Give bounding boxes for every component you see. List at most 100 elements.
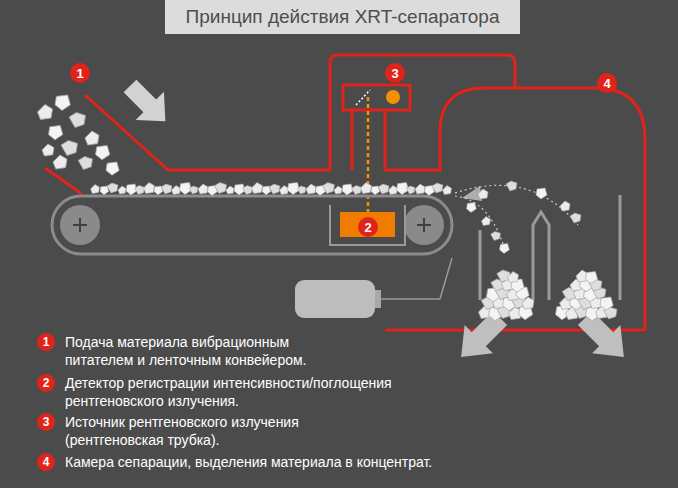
ore-rocks-on-belt (243, 186, 253, 195)
ore-rocks-on-belt (415, 184, 425, 194)
ore-rocks-on-belt (107, 183, 118, 193)
ore-rocks-on-belt (91, 183, 452, 196)
housing-outline (343, 85, 410, 110)
ore-rocks-on-belt (432, 183, 443, 193)
ore-rocks (38, 95, 120, 175)
ore-rocks (96, 146, 110, 160)
flying-rocks (478, 189, 488, 199)
ore-rocks-on-belt (334, 186, 342, 194)
flying-rocks (500, 244, 510, 254)
ore-rocks-on-belt (252, 183, 263, 194)
ore-rocks (42, 144, 54, 156)
ore-rocks (85, 131, 99, 145)
ore-rocks-on-belt (443, 186, 452, 195)
output-arrow (571, 304, 638, 371)
conveyor-belt (52, 196, 452, 254)
title-bar: Принцип действия XRT-сепаратора (165, 0, 520, 34)
ore-rocks (61, 141, 78, 156)
ore-rocks-on-belt (91, 185, 100, 194)
ore-rocks-on-belt (118, 186, 126, 194)
output-arrow (447, 304, 514, 371)
flying-rocks (536, 188, 547, 199)
collection-bins (619, 195, 622, 300)
drive-motor (295, 280, 375, 318)
callout-number: 4 (597, 73, 617, 93)
collection-bins (479, 230, 482, 300)
item-description: Подача материала вибрационным питателем … (65, 333, 330, 369)
output-arrow (447, 304, 638, 371)
title-text: Принцип действия XRT-сепаратора (186, 6, 500, 28)
ore-rocks-on-belt (144, 183, 155, 194)
legend-item: 2 Детектор регистрации интенсивности/погл… (37, 374, 445, 410)
callout-text: 1 (76, 66, 83, 81)
housing-outline (440, 88, 645, 330)
collection-bins (480, 195, 620, 300)
product-pile (479, 270, 618, 321)
product-pile (497, 270, 510, 282)
ore-rocks-on-belt (352, 186, 362, 195)
ore-rocks (49, 126, 63, 140)
legend-item: 4Камера сепарации, выделения материала в… (37, 453, 625, 471)
trajectory (455, 185, 578, 250)
flying-rocks (560, 201, 570, 211)
callout-number: 2 (358, 217, 378, 237)
drive-motor (381, 258, 452, 299)
detector (330, 205, 405, 245)
ore-rocks-on-belt (161, 184, 172, 194)
drive-motor (375, 290, 381, 308)
detector (330, 205, 405, 245)
callout-number: 3 (385, 63, 405, 83)
ore-rocks-on-belt (198, 184, 208, 194)
x-ray-tube (386, 90, 400, 104)
trajectory (455, 196, 505, 250)
product-pile (600, 297, 613, 310)
callout-text: 2 (364, 220, 371, 235)
ore-rocks (69, 113, 86, 128)
ore-rocks-on-belt (306, 184, 316, 194)
item-number: 3 (37, 413, 55, 431)
x-ray-tube (356, 90, 400, 105)
ore-rocks-on-belt (378, 184, 389, 194)
flying-rocks (491, 232, 501, 241)
ore-rocks-on-belt (342, 184, 353, 195)
callout-text: 3 (391, 66, 398, 81)
flying-rocks (482, 217, 491, 226)
legend-item: 3 Источник рентгеновского излучения (рент… (37, 413, 355, 449)
ore-rocks (38, 105, 53, 120)
ore-rocks-on-belt (226, 186, 234, 194)
ore-rocks-on-belt (214, 183, 226, 194)
ore-rocks-on-belt (322, 183, 334, 194)
collection-bins (533, 212, 549, 300)
flying-rocks (467, 203, 477, 213)
housing-outline (45, 55, 645, 330)
ore-rocks (106, 162, 119, 175)
item-description: Источник рентгеновского излучения (рентг… (65, 413, 355, 449)
feed-arrow (116, 72, 180, 136)
item-number: 1 (37, 333, 55, 351)
drive-motor (295, 258, 452, 318)
housing-outline (45, 168, 82, 194)
ore-rocks (55, 95, 70, 110)
flying-rocks (506, 181, 517, 191)
ore-rocks (78, 157, 92, 170)
housing-outline (352, 110, 440, 170)
ore-rocks-on-belt (172, 186, 181, 195)
legend-item: 1 Подача материала вибрационным питателем… (37, 333, 330, 369)
product-pile (586, 272, 598, 284)
item-number: 2 (37, 374, 55, 392)
callout-number: 1 (70, 63, 90, 83)
ore-rocks-on-belt (269, 184, 280, 194)
ore-rocks-on-belt (361, 183, 372, 194)
conveyor-belt (52, 196, 452, 254)
ore-rocks-on-belt (135, 186, 145, 195)
product-pile (508, 272, 519, 283)
ore-rocks-on-belt (189, 186, 198, 194)
ore-rocks-on-belt (297, 186, 306, 194)
housing-outline (85, 55, 515, 170)
item-number: 4 (37, 453, 55, 471)
ore-rocks-on-belt (389, 186, 398, 195)
ore-rocks (53, 155, 67, 169)
flying-rocks (570, 213, 581, 223)
item-description: Детектор регистрации интенсивности/погло… (65, 374, 445, 410)
